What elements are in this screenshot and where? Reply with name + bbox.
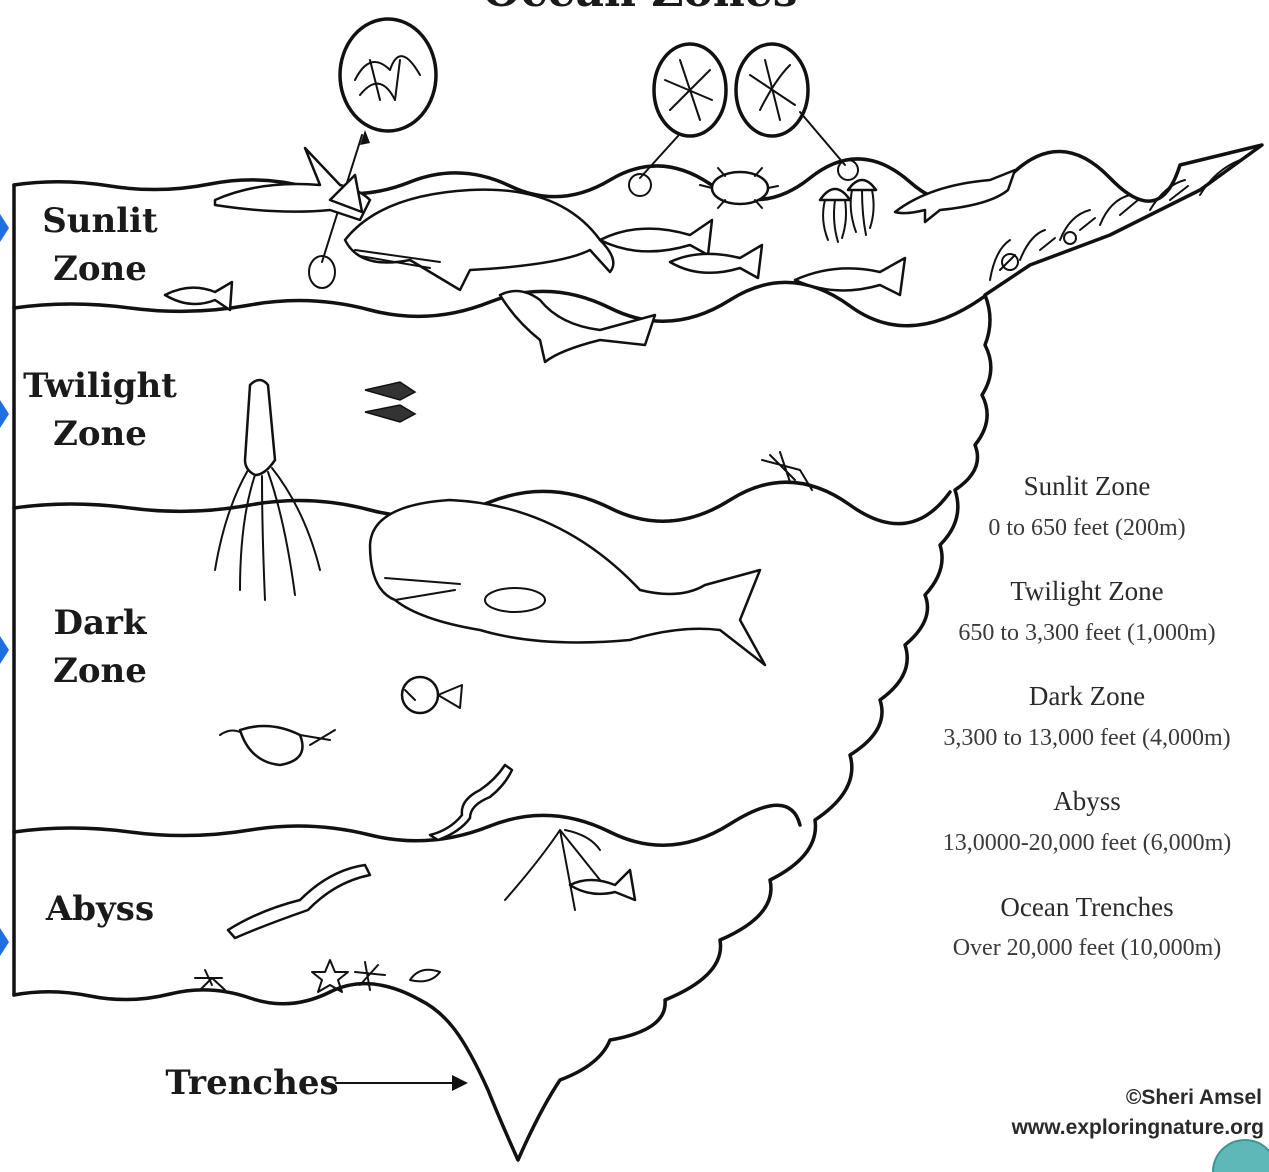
tripod-fish-icon — [505, 830, 635, 910]
trenches-label: Trenches — [165, 1063, 338, 1103]
legend-trenches-name: Ocean Trenches — [1000, 892, 1173, 922]
credit-website: www.exploringnature.org — [1011, 1116, 1264, 1139]
legend-abyss-range: 13,0000-20,000 feet (6,000m) — [943, 830, 1232, 856]
zone-label-dark-line1: Dark — [54, 603, 148, 643]
shark-icon — [215, 148, 370, 220]
corner-badge-icon[interactable] — [1213, 1140, 1269, 1172]
starfish-icon — [195, 960, 440, 992]
arrow-head-icon — [452, 1075, 468, 1091]
bullet-icon — [0, 214, 9, 242]
eel-icon — [430, 765, 512, 840]
whale-icon — [345, 190, 613, 290]
zone-label-twilight-line2: Zone — [53, 414, 147, 454]
anglerfish-icon — [220, 726, 335, 765]
legend-dark-name: Dark Zone — [1029, 681, 1145, 711]
credit-author: ©Sheri Amsel — [1126, 1086, 1262, 1109]
zone-label-sunlit-line2: Zone — [53, 249, 147, 289]
zone-label-dark-line2: Zone — [53, 651, 147, 691]
legend-trenches-range: Over 20,000 feet (10,000m) — [953, 935, 1222, 961]
bullet-icon — [0, 400, 9, 428]
zone-label-twilight-line1: Twilight — [23, 366, 177, 406]
legend-dark-range: 3,300 to 13,000 feet (4,000m) — [943, 725, 1230, 751]
divider-dark-abyss — [14, 805, 800, 845]
legend-twilight-range: 650 to 3,300 feet (1,000m) — [958, 620, 1215, 646]
legend-abyss-name: Abyss — [1053, 786, 1121, 816]
bullet-icon — [0, 636, 9, 664]
legend-twilight-name: Twilight Zone — [1010, 576, 1163, 606]
shark-icon — [500, 291, 655, 362]
abyss-floor — [14, 984, 420, 1004]
bullet-markers — [0, 214, 9, 956]
depth-legend: Sunlit Zone 0 to 650 feet (200m) Twiligh… — [943, 471, 1232, 961]
dolphin-icon — [895, 170, 1015, 222]
legend-sunlit-range: 0 to 650 feet (200m) — [988, 515, 1185, 541]
sperm-whale-icon — [370, 500, 765, 665]
coral-icon — [990, 160, 1240, 280]
zone-label-abyss: Abyss — [45, 889, 154, 929]
eel-icon — [228, 865, 370, 938]
hatchetfish-icon — [365, 382, 415, 422]
turtle-icon — [700, 168, 778, 208]
jellyfish-icon — [820, 180, 876, 242]
squid-icon — [215, 380, 320, 600]
diagram-title: Ocean Zones — [482, 0, 797, 17]
bullet-icon — [0, 928, 9, 956]
zone-label-sunlit-line1: Sunlit — [42, 201, 158, 241]
anglerfish-icon — [402, 677, 462, 713]
legend-sunlit-name: Sunlit Zone — [1024, 471, 1151, 501]
